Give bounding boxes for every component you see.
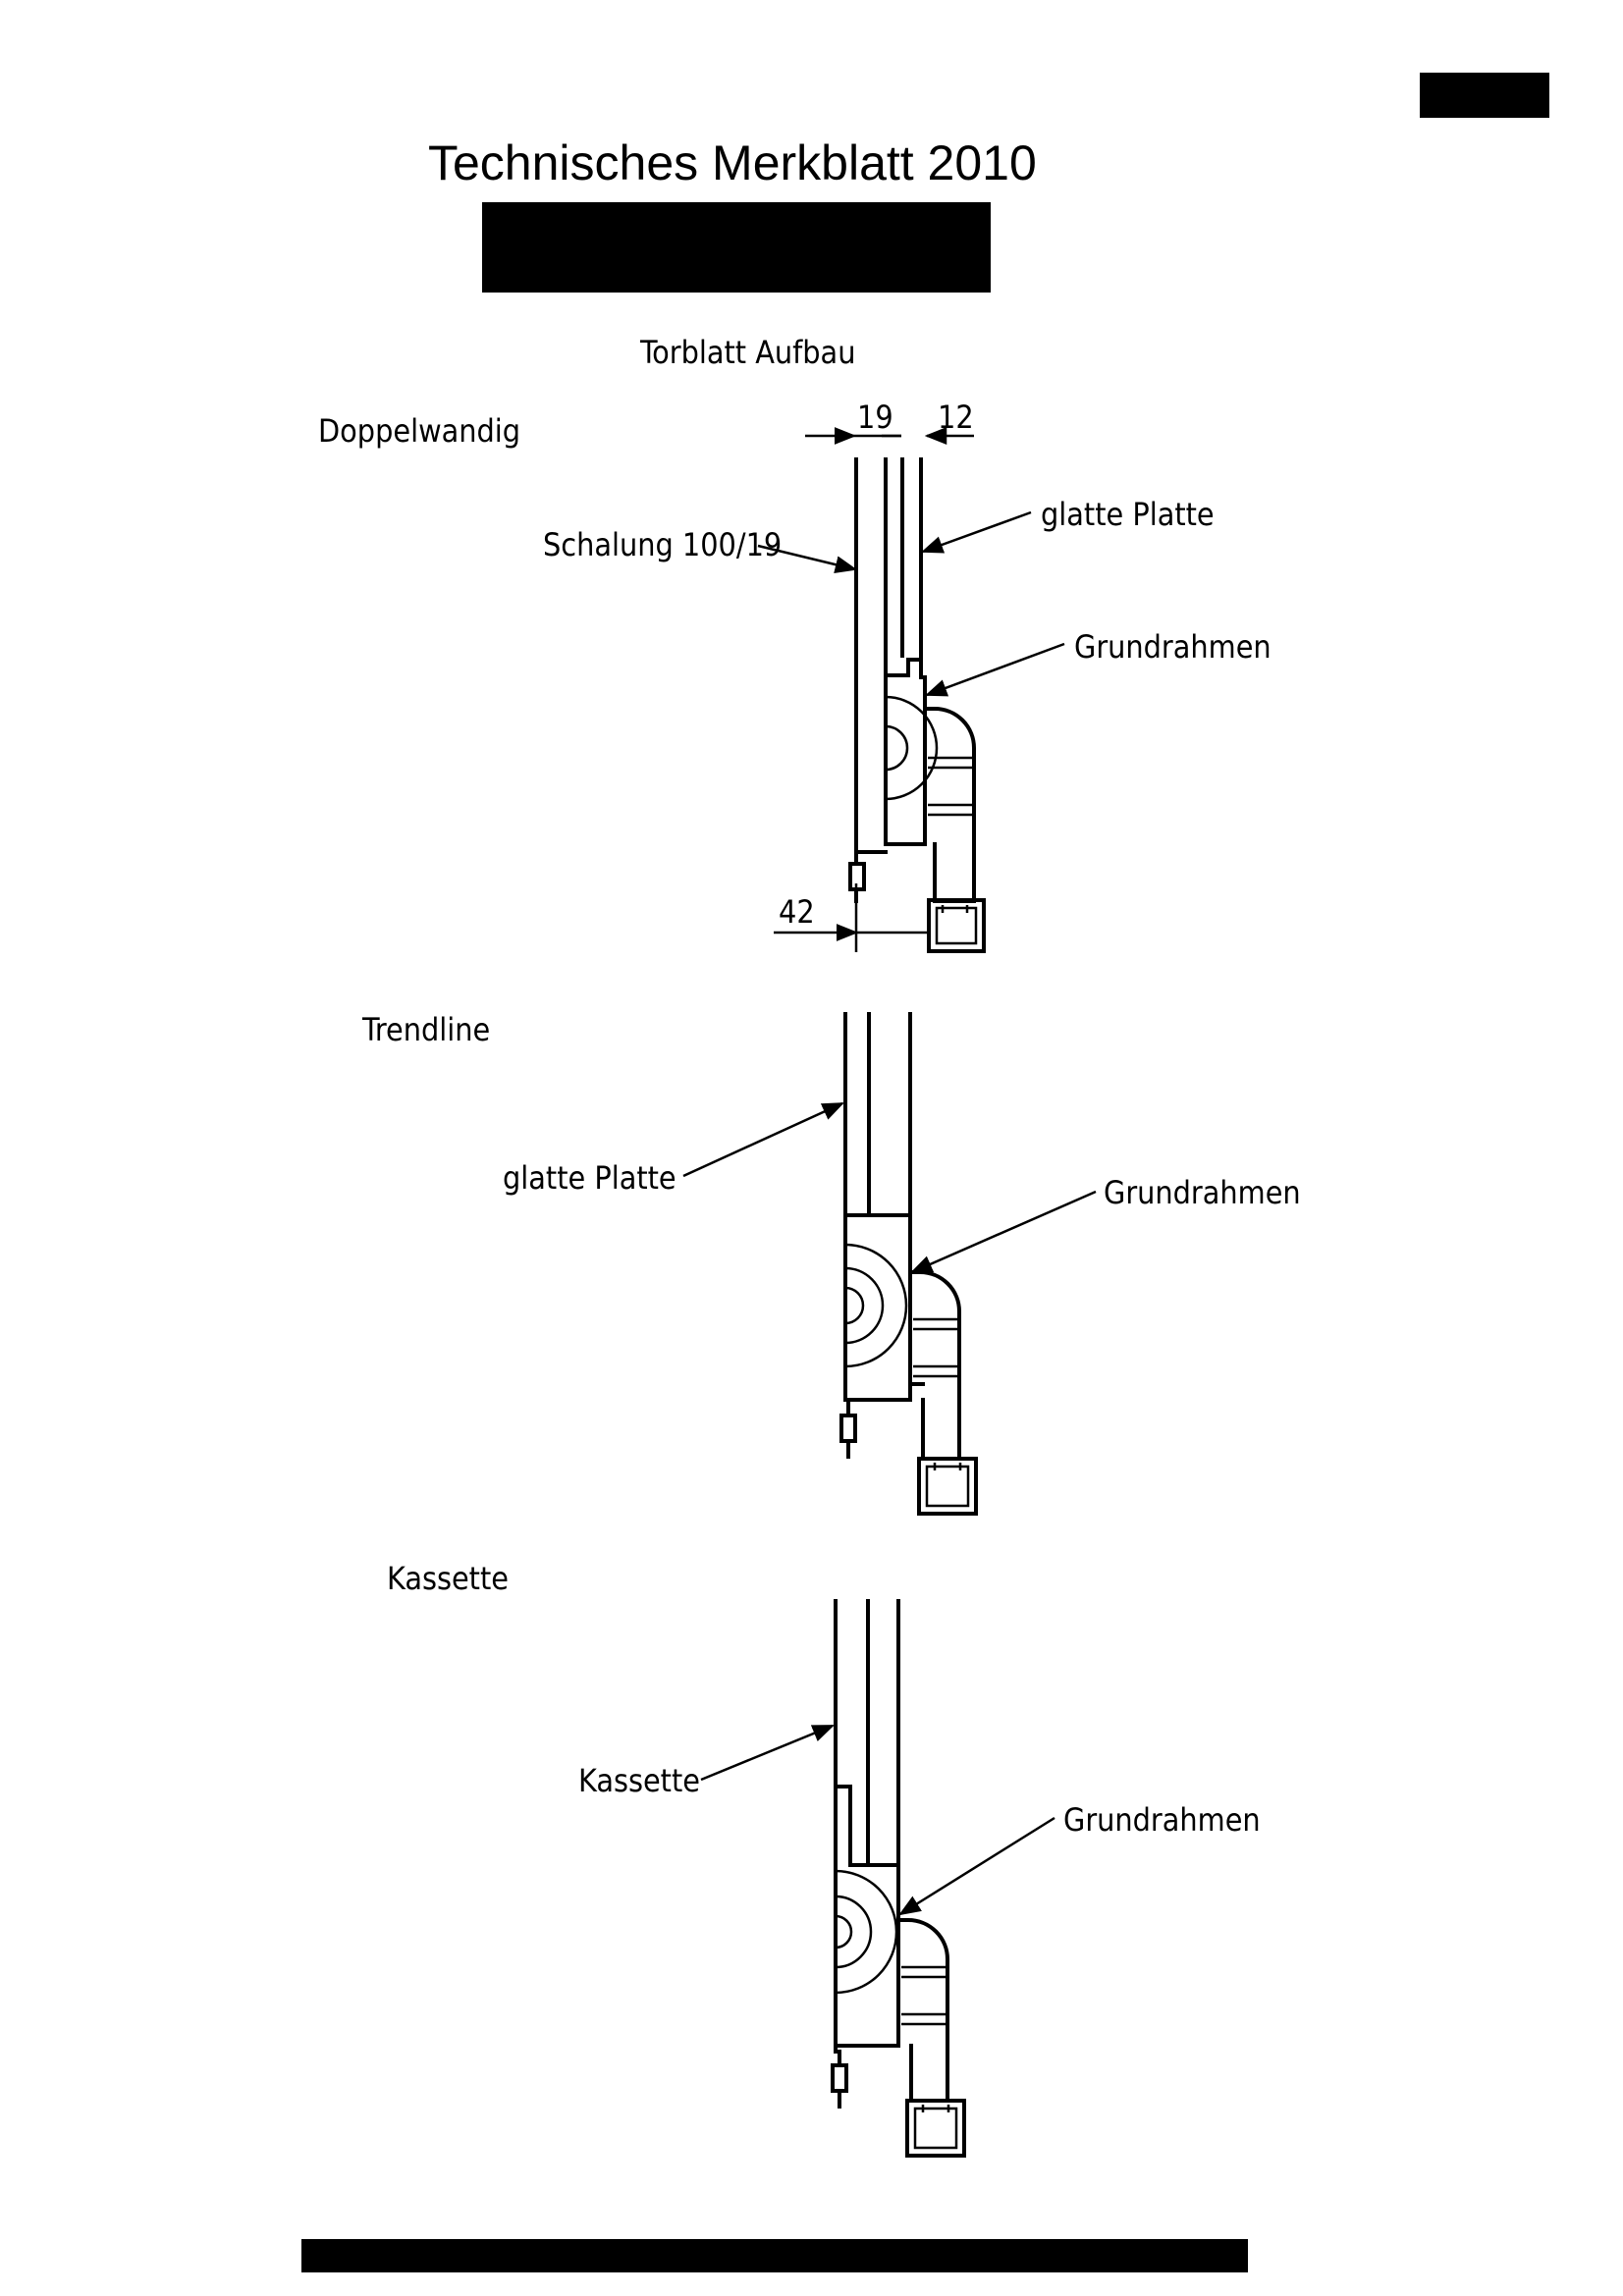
label-grundrahmen-3: Grundrahmen	[1063, 1801, 1261, 1839]
redaction-block-top-right	[1420, 73, 1549, 118]
label-glatte-platte-1: glatte Platte	[1041, 496, 1215, 533]
dimension-12: 12	[938, 399, 974, 436]
page-title: Technisches Merkblatt 2010	[428, 135, 1037, 190]
grundrahmen-profile-1	[848, 654, 986, 953]
dimension-bottom: 42	[774, 883, 929, 952]
section-label-kassette: Kassette	[387, 1560, 509, 1597]
leader-kassette	[700, 1724, 836, 1782]
dimension-19: 19	[857, 399, 893, 436]
dimension-42: 42	[779, 893, 815, 931]
label-glatte-platte-2: glatte Platte	[503, 1159, 676, 1197]
section-trendline: Trendline glatte Platte Grundrahmen	[361, 1011, 1301, 1516]
leader-glatte-platte-1	[920, 510, 1032, 554]
dimension-top: 19 12	[805, 399, 974, 445]
grundrahmen-profile-3	[831, 1785, 966, 2158]
leader-glatte-platte-2	[682, 1101, 845, 1178]
panel-lines-trendline	[843, 1012, 912, 1402]
section-label-trendline: Trendline	[361, 1011, 490, 1048]
leader-grundrahmen-3	[898, 1816, 1055, 1916]
redaction-block-footer	[301, 2239, 1248, 2272]
leader-grundrahmen-1	[924, 642, 1065, 697]
section-label-doppelwandig: Doppelwandig	[318, 412, 520, 450]
label-grundrahmen-1: Grundrahmen	[1074, 628, 1271, 666]
section-doppelwandig: Doppelwandig 19 12	[318, 399, 1271, 953]
label-grundrahmen-2: Grundrahmen	[1104, 1174, 1301, 1211]
leader-grundrahmen-2	[909, 1190, 1097, 1274]
redaction-block-under-title	[482, 202, 991, 293]
label-kassette: Kassette	[578, 1762, 700, 1799]
leader-schalung	[757, 544, 858, 573]
panel-lines-kassette	[834, 1599, 900, 2054]
grundrahmen-profile-2	[839, 1213, 978, 1516]
label-schalung: Schalung 100/19	[543, 526, 782, 563]
section-kassette: Kassette Kassette Grundrahmen	[387, 1560, 1261, 2158]
panel-lines-doppelwandig	[854, 457, 923, 854]
diagram-title: Torblatt Aufbau	[639, 334, 855, 371]
